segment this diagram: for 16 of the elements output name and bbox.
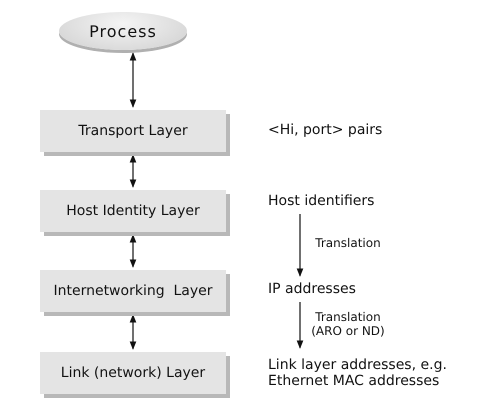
- layer-box: Link (network) Layer: [40, 352, 226, 394]
- layer-box: Host Identity Layer: [40, 190, 226, 232]
- arrow: [296, 214, 304, 277]
- arrow: [130, 52, 136, 108]
- arrow: [130, 234, 136, 268]
- address-text: Host identifiers: [268, 191, 468, 211]
- arrow: [296, 302, 304, 349]
- process-ellipse: Process: [59, 12, 187, 50]
- layer-box: Transport Layer: [40, 110, 226, 152]
- arrow: [130, 314, 136, 350]
- layer-box: Internetworking Layer: [40, 270, 226, 312]
- address-text: Link layer addresses, e.g. Ethernet MAC addresses: [268, 351, 494, 395]
- beside-note: <Hi, port> pairs: [268, 122, 382, 138]
- arrow: [130, 154, 136, 188]
- edge-label: Translation (ARO or ND): [310, 311, 386, 339]
- address-text: IP addresses: [268, 279, 468, 299]
